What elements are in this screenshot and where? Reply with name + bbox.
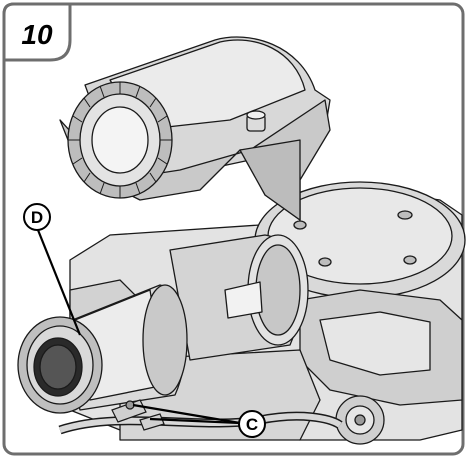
air-filter-cartridge <box>17 284 188 414</box>
intake-duct <box>169 234 309 361</box>
step-number: 10 <box>21 19 53 50</box>
callout-d: D <box>23 203 51 231</box>
callout-d-label: D <box>31 208 43 227</box>
leader-lines <box>36 229 241 425</box>
step-number-badge: 10 <box>2 2 72 62</box>
callout-c-label: C <box>246 415 258 434</box>
leader-line-d <box>36 229 82 336</box>
air-cleaner-cover <box>59 36 331 221</box>
leader-line-c-1 <box>132 403 241 425</box>
callout-c: C <box>238 410 266 438</box>
leader-line-c-2 <box>149 417 241 425</box>
